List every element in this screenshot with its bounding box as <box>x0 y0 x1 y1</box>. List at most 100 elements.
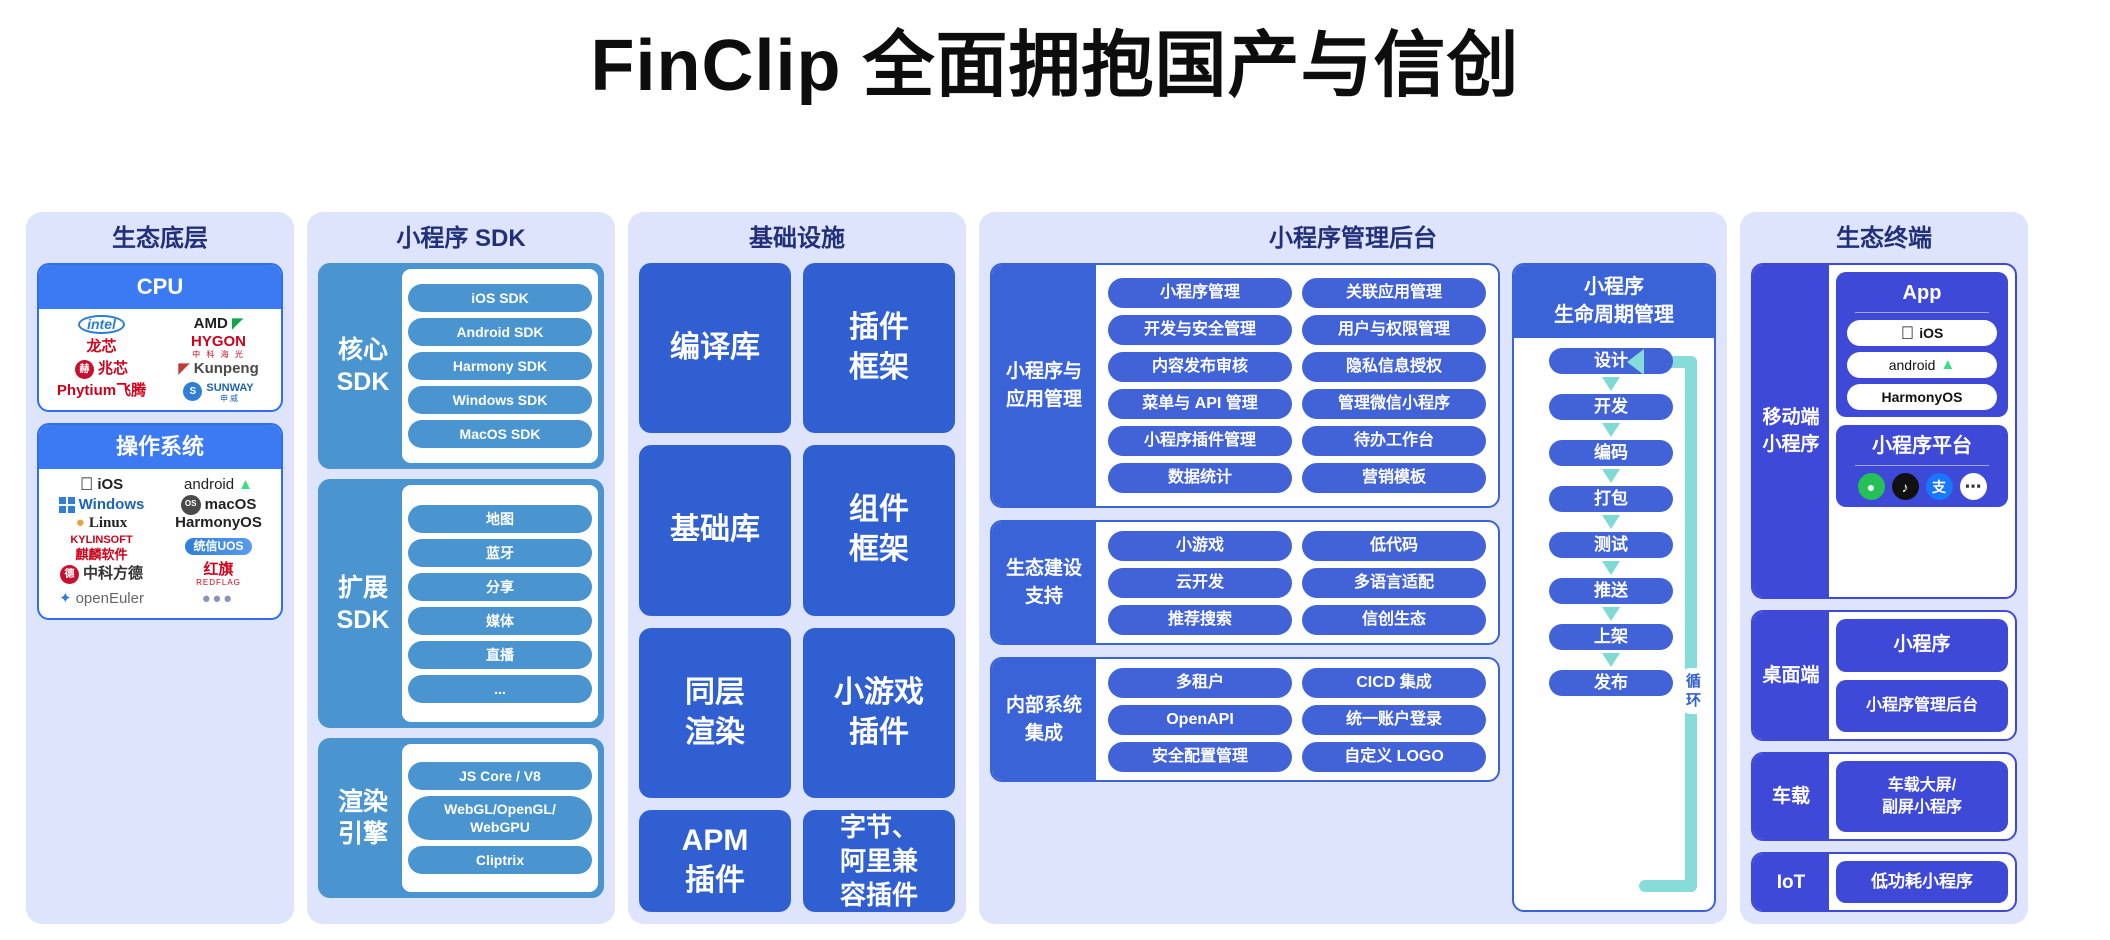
wechat-icon[interactable]: ● <box>1857 473 1885 500</box>
openeuler-icon: ✦openEuler <box>59 591 144 608</box>
terminal-os-label: HarmonyOS <box>1881 389 1963 405</box>
admin-pill[interactable]: CICD 集成 <box>1302 667 1486 698</box>
admin-pill[interactable]: 统一账户登录 <box>1302 704 1486 735</box>
sdk-pill[interactable]: Windows SDK <box>408 386 592 414</box>
terminal-block-automotive-title: 车载 <box>1753 754 1829 840</box>
sdk-pill[interactable]: JS Core / V8 <box>408 762 592 790</box>
terminal-item[interactable]: 小程序管理后台 <box>1836 679 2008 733</box>
sdk-pill[interactable]: MacOS SDK <box>408 420 592 448</box>
terminal-block-iot-title: IoT <box>1753 854 1829 910</box>
sdk-pill[interactable]: iOS SDK <box>408 284 592 312</box>
admin-pill[interactable]: 安全配置管理 <box>1108 741 1292 772</box>
terminal-item[interactable]: 车载大屏/ 副屏小程序 <box>1836 761 2008 833</box>
admin-pill[interactable]: 用户与权限管理 <box>1302 315 1486 345</box>
kylinsoft-sub: 麒麟软件 <box>75 543 128 562</box>
admin-pill[interactable]: 多语言适配 <box>1302 567 1486 598</box>
admin-pill[interactable]: 关联应用管理 <box>1302 278 1486 308</box>
sdk-pill[interactable]: Harmony SDK <box>408 352 592 380</box>
admin-pill[interactable]: 小游戏 <box>1108 530 1292 561</box>
admin-pill[interactable]: OpenAPI <box>1108 704 1292 735</box>
admin-pill[interactable]: 隐私信息授权 <box>1302 352 1486 382</box>
terminal-card-app-title: App <box>1902 282 1942 304</box>
lifecycle-step[interactable]: 上架 <box>1549 624 1673 650</box>
sdk-pill[interactable]: Android SDK <box>408 318 592 346</box>
admin-pill[interactable]: 云开发 <box>1108 567 1292 598</box>
sdk-pill[interactable]: Cliptrix <box>408 846 592 874</box>
admin-pill[interactable]: 小程序插件管理 <box>1108 426 1292 456</box>
admin-pill[interactable]: 开发与安全管理 <box>1108 315 1292 345</box>
column-title-infrastructure: 基础设施 <box>749 225 845 252</box>
terminal-item[interactable]: 低功耗小程序 <box>1836 861 2008 904</box>
admin-pill[interactable]: 菜单与 API 管理 <box>1108 389 1292 419</box>
lifecycle-step[interactable]: 推送 <box>1549 578 1673 604</box>
lifecycle-step[interactable]: 编码 <box>1549 440 1673 466</box>
lifecycle-step[interactable]: 设计 <box>1549 348 1673 374</box>
sdk-pill[interactable]: 直播 <box>408 640 592 669</box>
zhaoxin-mark: 赫 <box>74 359 94 379</box>
windows-icon: Windows <box>58 496 144 514</box>
column-terminal: 生态终端 移动端 小程序 App iOS android▲ HarmonyOS <box>1740 212 2028 924</box>
android-label: android <box>184 473 235 492</box>
admin-pill[interactable]: 数据统计 <box>1108 463 1292 493</box>
terminal-os-pill[interactable]: iOS <box>1847 320 1997 346</box>
more-icon[interactable]: ⋯ <box>1959 473 1987 500</box>
admin-pill[interactable]: 多租户 <box>1108 667 1292 698</box>
sdk-pill[interactable]: 地图 <box>408 504 592 533</box>
apple-glyph-icon:  <box>1901 322 1915 344</box>
arrow-down-icon <box>1602 561 1620 575</box>
admin-pill[interactable]: 内容发布审核 <box>1108 352 1292 382</box>
lifecycle-step[interactable]: 打包 <box>1549 486 1673 512</box>
infra-cell[interactable]: 同层 渲染 <box>639 627 791 798</box>
uos-label: 统信UOS <box>185 538 252 556</box>
alipay-icon[interactable]: 支 <box>1925 473 1953 500</box>
sdk-pill[interactable]: 分享 <box>408 572 592 601</box>
terminal-os-pill[interactable]: HarmonyOS <box>1847 384 1997 410</box>
sdk-group-core: 核心 SDK iOS SDK Android SDK Harmony SDK W… <box>318 263 604 469</box>
terminal-item[interactable]: 小程序 <box>1836 618 2008 672</box>
tiktok-icon[interactable]: ♪ <box>1891 473 1919 500</box>
sdk-pill[interactable]: WebGL/OpenGL/ WebGPU <box>408 796 592 840</box>
lifecycle-step[interactable]: 开发 <box>1549 394 1673 420</box>
admin-pill[interactable]: 待办工作台 <box>1302 426 1486 456</box>
sdk-pill[interactable]: 媒体 <box>408 606 592 635</box>
lifecycle-loop-arrow-icon <box>1627 349 1644 375</box>
sdk-core-label-line1: 核心 <box>337 336 388 364</box>
admin-pill[interactable]: 信创生态 <box>1302 604 1486 635</box>
sdk-group-core-pills: iOS SDK Android SDK Harmony SDK Windows … <box>402 269 598 463</box>
sdk-pill[interactable]: 蓝牙 <box>408 538 592 567</box>
admin-pill[interactable]: 小程序管理 <box>1108 278 1292 308</box>
page-title: FinClip 全面拥抱国产与信创 <box>590 26 1520 106</box>
apple-glyph-icon:  <box>80 474 94 495</box>
terminal-os-pill[interactable]: android▲ <box>1847 352 1997 378</box>
infra-cell[interactable]: 编译库 <box>639 263 791 434</box>
infra-cell[interactable]: 组件 框架 <box>803 445 955 616</box>
sdk-pill[interactable]: ... <box>408 674 592 703</box>
sunway-mark: S <box>183 381 203 401</box>
infra-cell[interactable]: 字节、 阿里兼 容插件 <box>803 809 955 912</box>
admin-block-internal-integration: 内部系统 集成 多租户 CICD 集成 OpenAPI 统一账户登录 安全配置管… <box>990 657 1500 782</box>
terminal-block-iot-body: 低功耗小程序 <box>1829 854 2015 910</box>
sdk-group-render-pills: JS Core / V8 WebGL/OpenGL/ WebGPU Cliptr… <box>402 744 598 892</box>
infra-cell[interactable]: APM 插件 <box>639 809 791 912</box>
column-title-terminal: 生态终端 <box>1836 225 1932 252</box>
lifecycle-step[interactable]: 测试 <box>1549 532 1673 558</box>
infra-cell[interactable]: 基础库 <box>639 445 791 616</box>
android-robot-icon: ▲ <box>238 473 253 492</box>
infra-cell[interactable]: 小游戏 插件 <box>803 627 955 798</box>
sunway-sub: 申威 <box>220 394 240 404</box>
infra-cell[interactable]: 插件 框架 <box>803 263 955 434</box>
admin-pill[interactable]: 管理微信小程序 <box>1302 389 1486 419</box>
admin-pill[interactable]: 推荐搜索 <box>1108 604 1292 635</box>
admin-pill[interactable]: 低代码 <box>1302 530 1486 561</box>
lifecycle-step[interactable]: 发布 <box>1549 670 1673 696</box>
infrastructure-grid: 编译库 插件 框架 基础库 组件 框架 同层 渲染 小游戏 插件 APM 插件 … <box>639 263 955 912</box>
sdk-group-render-label: 渲染 引擎 <box>324 744 402 892</box>
admin-pill[interactable]: 自定义 LOGO <box>1302 741 1486 772</box>
admin-inner: 小程序与 应用管理 小程序管理 关联应用管理 开发与安全管理 用户与权限管理 内… <box>990 263 1716 912</box>
admin-pill[interactable]: 营销模板 <box>1302 463 1486 493</box>
